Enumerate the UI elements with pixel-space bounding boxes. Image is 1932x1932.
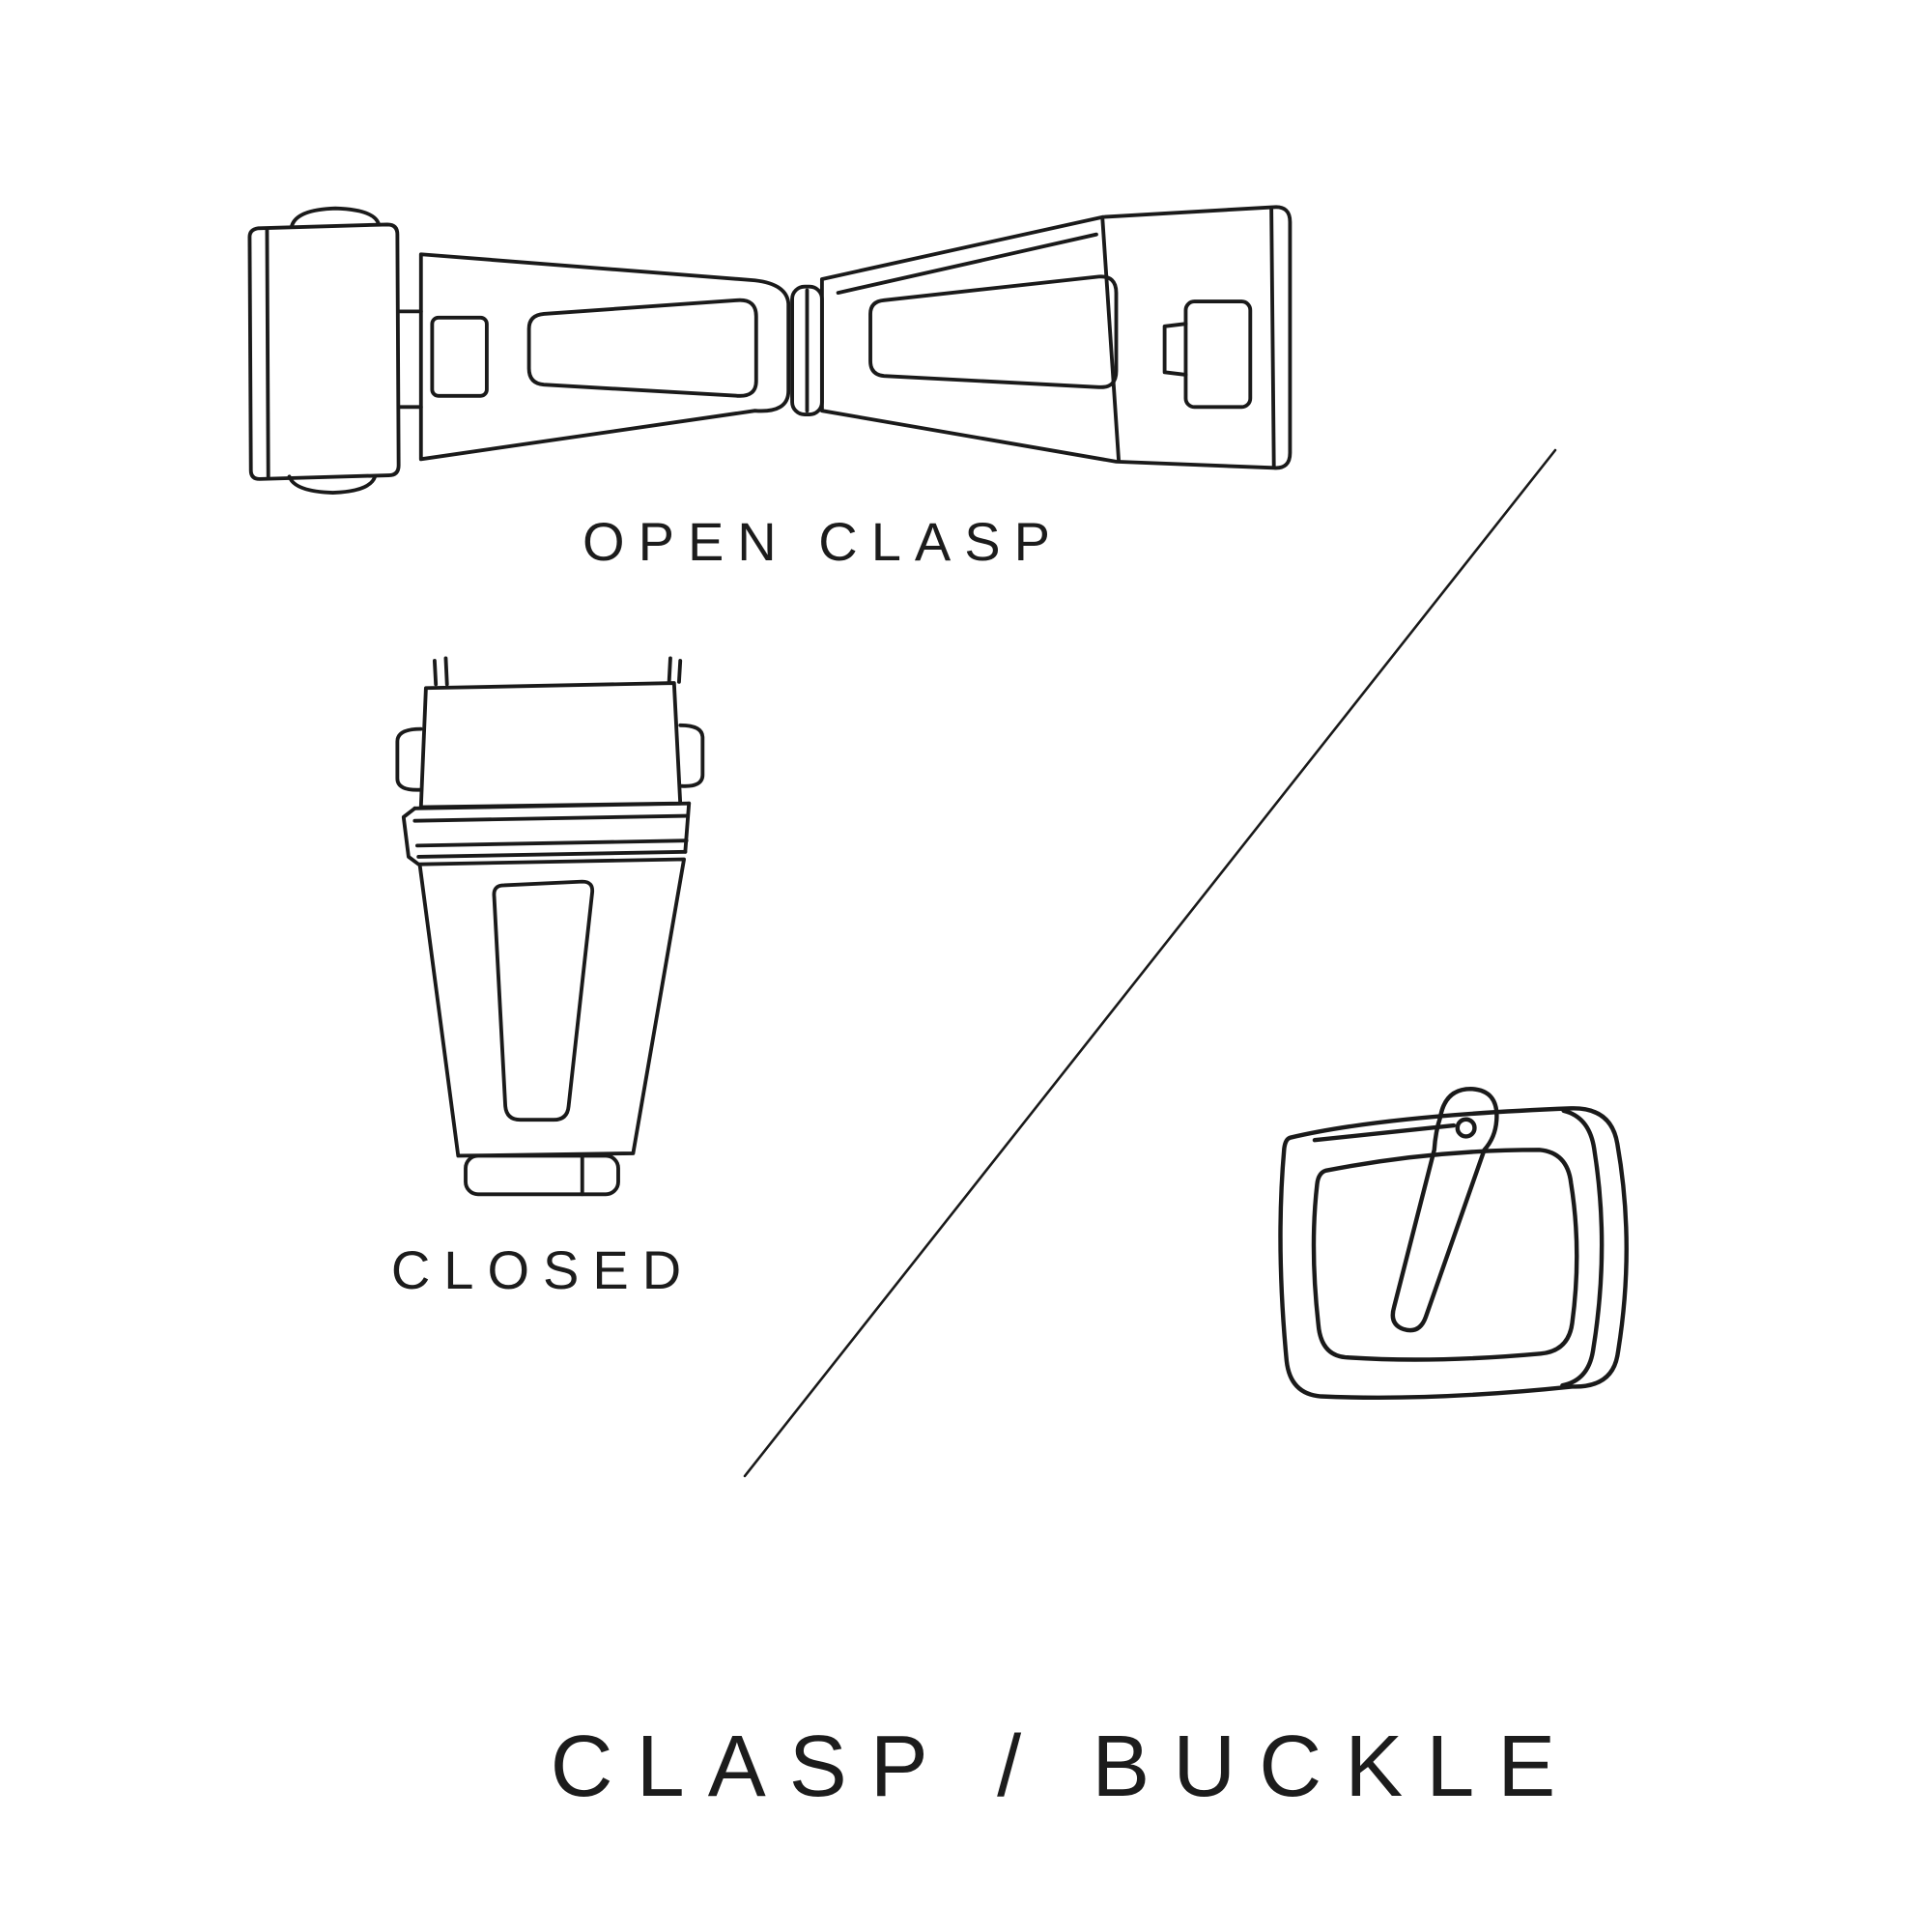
closed-clasp-label: CLOSED: [390, 1239, 696, 1300]
closed-clasp-illustration-icon: [395, 656, 705, 1197]
open-clasp-illustration-icon: [247, 205, 1293, 495]
diagram-title: CLASP / BUCKLE: [550, 1719, 1579, 1815]
tang-buckle-illustration-icon: [1278, 1086, 1629, 1400]
open-clasp-label: OPEN CLASP: [582, 511, 1064, 572]
